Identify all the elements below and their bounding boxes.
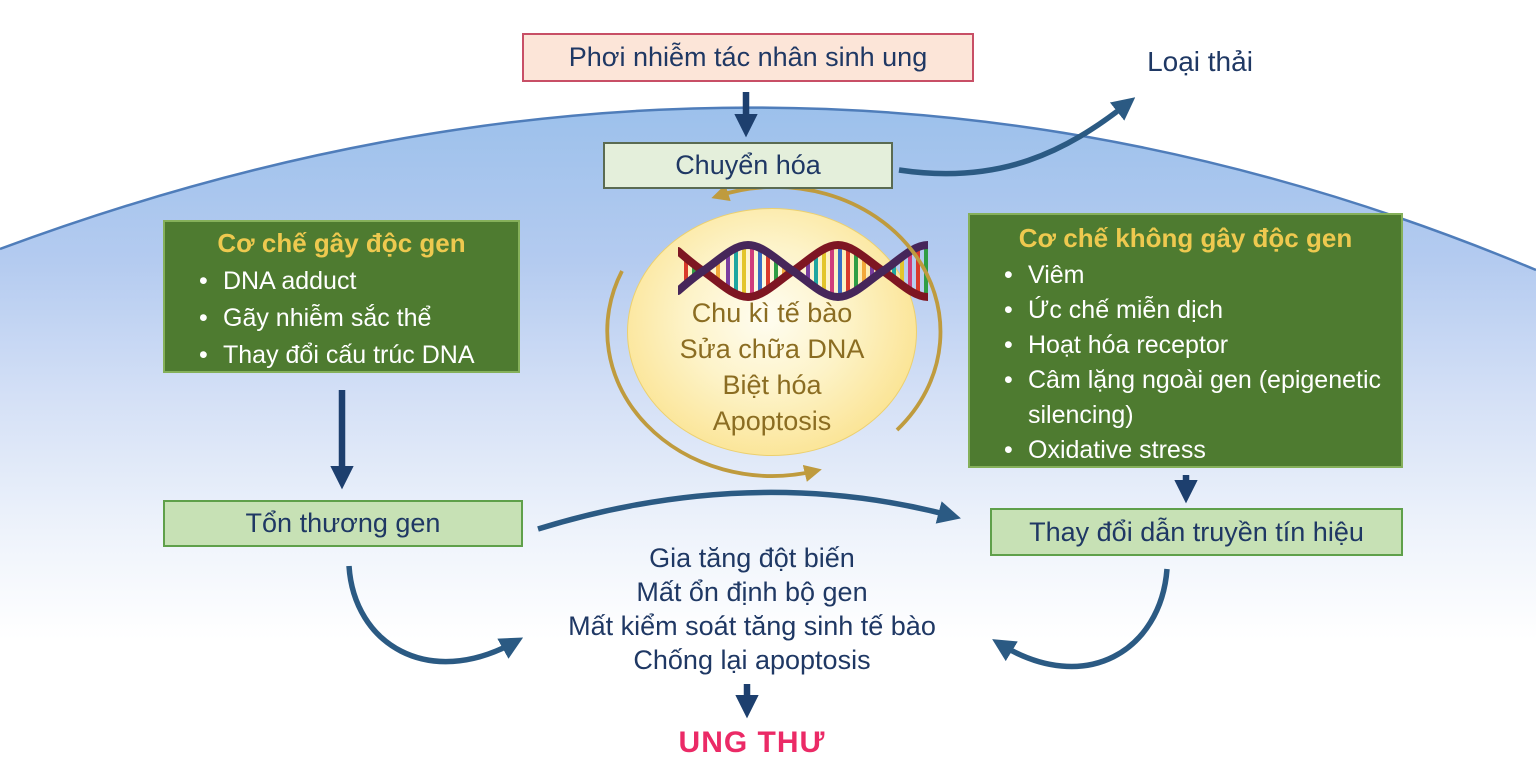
nongenotoxic-list-item: Hoạt hóa receptor: [996, 328, 1393, 363]
dna-strand-purple: [678, 240, 928, 302]
nongenotoxic-list-item: Câm lặng ngoài gen (epigenetic silencing…: [996, 363, 1393, 433]
consequence-line: Gia tăng đột biến: [649, 543, 855, 573]
elimination-label: Loại thải: [1147, 46, 1253, 77]
cancer-label: UNG THƯ: [678, 726, 826, 759]
genotoxic-list-item: Thay đổi cấu trúc DNA: [191, 337, 510, 374]
consequence-line: Mất kiểm soát tăng sinh tế bào: [568, 611, 936, 641]
dna-strand-red: [678, 240, 928, 302]
exposure-box: Phơi nhiễm tác nhân sinh ung: [522, 33, 974, 82]
nongenotoxic-box-list: ViêmỨc chế miễn dịchHoạt hóa receptorCâm…: [970, 258, 1401, 468]
nongenotoxic-list-item: Ức chế miễn dịch: [996, 293, 1393, 328]
nongenotoxic-list-item: Oxidative stress: [996, 433, 1393, 468]
consequence-line: Mất ổn định bộ gen: [636, 577, 868, 607]
genotoxic-mechanisms-box: Cơ chế gây độc gen DNA adductGãy nhiễm s…: [163, 220, 520, 374]
nongenotoxic-list-item: Viêm: [996, 258, 1393, 293]
nongenotoxic-mechanisms-box: Cơ chế không gây độc gen ViêmỨc chế miễn…: [968, 213, 1403, 468]
arrow-gene-damage-to-signal: [537, 489, 961, 532]
cell-cycle-line: Apoptosis: [712, 406, 832, 436]
genotoxic-box-list: DNA adductGãy nhiễm sắc thểThay đổi cấu …: [165, 263, 518, 374]
cell-cycle-line: Chu kì tế bào: [691, 298, 853, 328]
cell-cycle-line: Sửa chữa DNA: [679, 334, 865, 364]
metabolism-box: Chuyển hóa: [603, 142, 893, 189]
nongenotoxic-box-title: Cơ chế không gây độc gen: [1018, 223, 1353, 253]
arrow-metabolism-to-elimination: [898, 97, 1136, 177]
genotoxic-list-item: Gãy nhiễm sắc thể: [191, 300, 510, 337]
genotoxic-box-title: Cơ chế gây độc gen: [217, 228, 466, 258]
signal-change-box: Thay đổi dẫn truyền tín hiệu: [990, 508, 1403, 556]
genotoxic-list-item: DNA adduct: [191, 263, 510, 300]
consequence-line: Chống lại apoptosis: [633, 645, 871, 675]
cell-cycle-line: Biệt hóa: [722, 370, 822, 400]
gene-damage-box: Tổn thương gen: [163, 500, 523, 547]
